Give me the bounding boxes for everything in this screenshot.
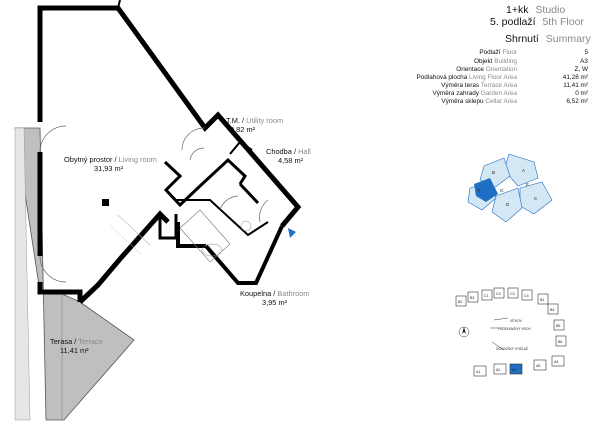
site-building-b5: [553, 319, 565, 331]
site-building-b1: [537, 293, 549, 305]
site-label-c4: C4: [524, 294, 529, 298]
summary-row-cellar-label: Výměra sklepu Cellar Area: [441, 98, 517, 105]
site-label-a5: A5: [536, 364, 540, 368]
site-label-b5: B5: [556, 324, 560, 328]
key-plan-wing-d: [491, 187, 523, 223]
site-building-a2: [493, 363, 507, 375]
site-building-b6: [555, 335, 567, 347]
summary-title-cz: Shrnutí: [505, 33, 539, 45]
layout-title: 1+kk Studio: [506, 4, 588, 16]
summary-row-cellar-value: 6,52 m²: [566, 98, 588, 105]
layout-cz: 1+kk: [506, 4, 529, 16]
key-plan-wing-a: [503, 153, 539, 187]
key-plan-letter-f: F: [478, 188, 481, 193]
room-label-terrace: Terasa / Terrace 11,41 m²: [50, 337, 103, 355]
site-building-b3: [467, 291, 479, 303]
site-label-b4: B4: [550, 308, 554, 312]
key-plan-letter-e: E: [526, 182, 529, 187]
key-plan-highlight: [474, 178, 498, 202]
summary-row-garden-value: 0 m²: [575, 90, 588, 97]
site-label-b2: B2: [458, 300, 462, 304]
summary-row-floor-label: Podlaží Floor: [479, 49, 517, 56]
site-building-a3-highlight: [509, 363, 523, 375]
interior-wall: [78, 210, 170, 304]
summary-row-floor-area-label: Podlahová plocha Living Floor Area: [416, 74, 517, 81]
site-label-vitkov: VÍTKOV: [510, 319, 523, 323]
site-label-c3: C3: [510, 292, 515, 296]
floor-cz: 5. podlaží: [490, 16, 536, 28]
summary-title: Shrnutí Summary: [505, 33, 591, 45]
key-plan-letter-d: D: [506, 202, 510, 207]
floor-title: 5. podlaží 5th Floor: [490, 16, 588, 28]
summary-row-floor-area-value: 41,28 m²: [562, 74, 588, 81]
entry-arrow-icon: [288, 228, 296, 238]
site-building-b4: [547, 303, 559, 315]
summary-row-floor-value: 5: [584, 49, 588, 56]
summary-row-building-value: A3: [580, 58, 588, 65]
key-plan: A B C D E F G: [467, 153, 553, 223]
room-label-bathroom: Koupelna / Bathroom 3,95 m²: [240, 289, 310, 307]
site-plan: B2 B3 C1 C2 C3 C4 B1 B4 B5 B6 A4 A5 A3 A…: [455, 287, 567, 377]
site-label-a2: A2: [496, 368, 500, 372]
summary-row-orientation-value: Z, W: [574, 66, 589, 73]
room-label-hall: Chodba / Hall 4,58 m²: [266, 147, 311, 165]
site-label-a1: A1: [476, 370, 480, 374]
summary-row-building-label: Objekt Building: [473, 58, 517, 65]
site-building-a5: [533, 359, 547, 371]
site-label-zizkovsky-vysilac: ŽIŽKOVSKÝ VYSÍLAČ: [496, 346, 529, 351]
site-label-b6: B6: [558, 340, 562, 344]
key-plan-letter-b: B: [492, 170, 495, 175]
north-arrow-icon: [458, 326, 470, 338]
summary-row-orientation-label: Orientace Orientation: [456, 66, 517, 73]
room-label-living: Obytný prostor / Living room 31,93 m²: [64, 155, 157, 173]
column: [102, 199, 109, 206]
key-plan-letter-a: A: [522, 168, 525, 173]
key-plan-letter-c: C: [534, 196, 538, 201]
site-label-c2: C2: [496, 292, 501, 296]
site-building-c3: [507, 287, 519, 299]
site-building-b2: [455, 295, 467, 307]
site-label-b1: B1: [540, 298, 544, 302]
summary-row-terrace-value: 11,41 m²: [563, 82, 588, 89]
summary-row-garden-label: Výměra zahrady Garden Area: [432, 90, 517, 97]
room-label-utility: T.M. / Utility room 0,82 m²: [226, 116, 284, 134]
site-building-a4: [551, 355, 565, 367]
site-label-b3: B3: [470, 296, 474, 300]
layout-en: Studio: [535, 4, 566, 16]
site-label-c1: C1: [484, 294, 489, 298]
floor-en: 5th Floor: [542, 16, 584, 28]
summary-row-terrace-label: Výměra teras Terrace Area: [441, 82, 517, 89]
key-plan-letter-g: G: [500, 188, 504, 193]
site-label-a3: A3: [512, 368, 516, 372]
site-building-c1: [481, 289, 493, 301]
site-label-pruzkumovy-vrch: PRŮZKUMOVÝ VRCH: [498, 326, 531, 331]
site-building-a1: [473, 365, 487, 377]
summary-title-en: Summary: [545, 33, 591, 45]
site-building-c4: [521, 289, 533, 301]
site-label-a4: A4: [554, 360, 558, 364]
site-building-c2: [493, 287, 505, 299]
